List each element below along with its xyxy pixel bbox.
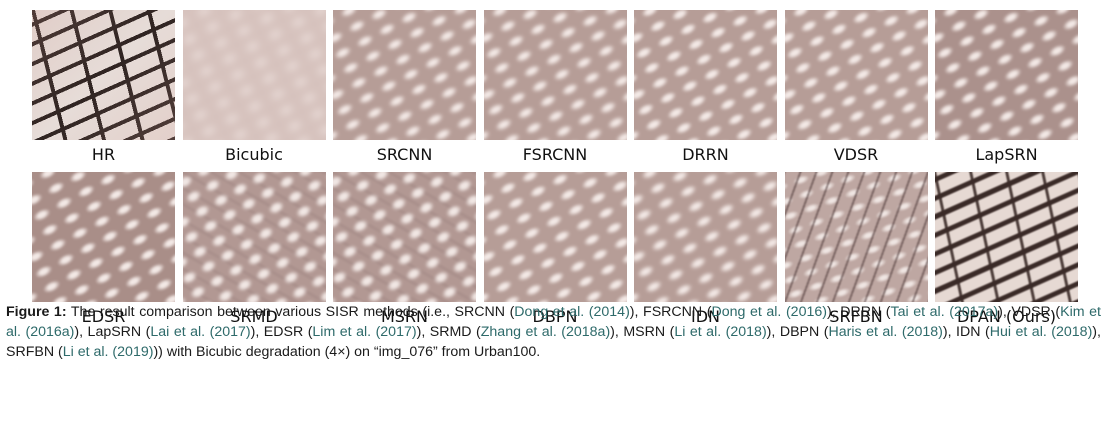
panel-srfbn: SRFBN [784,172,928,326]
citation-link[interactable]: Dong et al. (2014) [514,304,630,320]
caption-text: ), EDSR ( [250,324,313,340]
panel-label: FSRCNN [522,145,588,164]
panel-drrn: DRRN [634,10,777,164]
panel-lapsrn: LapSRN [935,10,1078,164]
panel-label: SRFBN [829,307,883,326]
hr-image [32,10,175,140]
panel-idn: IDN [634,172,777,326]
citation-link[interactable]: Tai et al. (2017a) [890,304,999,320]
panel-label: DRRN [682,145,729,164]
citation-link[interactable]: Zhang et al. (2018a) [480,324,611,340]
panel-srcnn: SRCNN [333,10,476,164]
dbpn-image [483,172,627,302]
panel-label: DBPN [532,307,578,326]
citation-link[interactable]: Haris et al. (2018) [828,324,943,340]
panel-label: DPAN (Ours) [956,307,1057,326]
caption-text: The result comparison between various SI… [66,304,515,320]
citation-link[interactable]: Li et al. (2018) [674,324,767,340]
panel-bicubic: Bicubic [182,10,326,164]
caption-text: ), SRMD ( [416,324,481,340]
vdsr-image [784,10,928,140]
panel-dpan: DPAN (Ours) [935,172,1078,326]
figure-row-2: EDSR SRMD MSRN DBPN IDN SRFBN DPAN (Ours… [32,172,1078,326]
drrn-image [634,10,777,140]
fsrcnn-image [483,10,627,140]
figure-caption: Figure 1: The result comparison between … [6,302,1101,362]
srfbn-image [784,172,928,302]
figure-grid: HR Bicubic SRCNN FSRCNN DRRN VDSR LapSRN [32,10,1078,326]
panel-label: MSRN [380,307,429,326]
caption-text: ), LapSRN ( [74,324,151,340]
msrn-image [333,172,476,302]
citation-link[interactable]: Hui et al. (2018) [989,324,1093,340]
citation-link[interactable]: Dong et al. (2016) [711,304,827,320]
panel-label: EDSR [81,307,126,326]
panel-label: IDN [690,307,720,326]
caption-text: ), DBPN ( [766,324,829,340]
caption-text: ), FSRCNN ( [629,304,712,320]
panel-label: LapSRN [975,145,1038,164]
caption-text: ), VDSR ( [998,304,1061,320]
srcnn-image [333,10,476,140]
panel-label: Bicubic [225,145,283,164]
panel-fsrcnn: FSRCNN [483,10,627,164]
edsr-image [32,172,175,302]
panel-hr: HR [32,10,175,164]
caption-text: ), IDN ( [942,324,990,340]
lapsrn-image [935,10,1078,140]
panel-vdsr: VDSR [784,10,928,164]
panel-dbpn: DBPN [483,172,627,326]
caption-prefix: Figure 1: [6,304,67,320]
figure-row-1: HR Bicubic SRCNN FSRCNN DRRN VDSR LapSRN [32,10,1078,164]
citation-link[interactable]: Lim et al. (2017) [312,324,417,340]
panel-label: VDSR [833,145,879,164]
panel-label: SRCNN [376,145,433,164]
panel-label: SRMD [230,307,278,326]
srmd-image [182,172,326,302]
bicubic-image [182,10,326,140]
citation-link[interactable]: Lai et al. (2017) [150,324,251,340]
citation-link[interactable]: Kim et al. (2016a) [6,304,1101,340]
citation-link[interactable]: Li et al. (2019) [62,344,154,360]
panel-srmd: SRMD [182,172,326,326]
panel-msrn: MSRN [333,172,476,326]
caption-text: )) with Bicubic degradation (4×) on “img… [153,344,541,360]
caption-text: ), DRRN ( [826,304,891,320]
dpan-image [935,172,1078,302]
panel-edsr: EDSR [32,172,175,326]
panel-label: HR [91,145,116,164]
caption-text: ), SRFBN ( [6,324,1101,360]
idn-image [634,172,777,302]
caption-text: ), MSRN ( [610,324,675,340]
